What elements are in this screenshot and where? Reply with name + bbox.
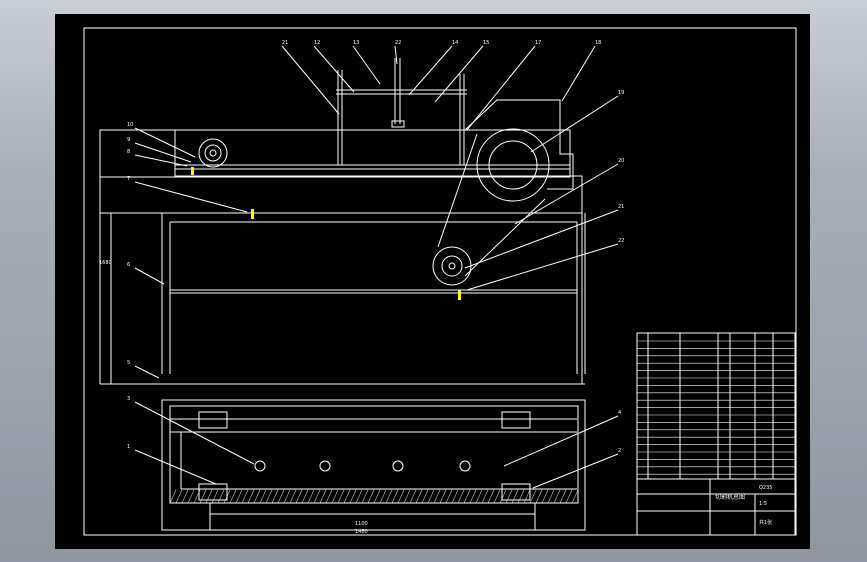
callout-top-0: 21 [282,40,288,46]
callout-top-6: 17 [535,40,541,46]
callout-left-3: 7 [127,176,130,182]
title-scale: 1:5 [759,501,767,507]
callout-left-4: 6 [127,262,130,268]
callout-top-11: 22 [618,238,624,244]
title-material: Q235 [759,485,772,491]
drawing-title: 切割机总图 [715,493,745,501]
inner-border [83,27,797,536]
callout-top-2: 13 [353,40,359,46]
callout-top-7: 18 [595,40,601,46]
callout-top-10: 21 [618,204,624,210]
frame-outline [99,129,583,384]
plan-view [161,399,586,531]
callout-plan-1: 1 [127,444,130,450]
callout-top-3: 22 [395,40,401,46]
callout-left-0: 10 [127,122,133,128]
small-pulley-left [198,138,228,168]
callout-top-1: 12 [314,40,320,46]
title-sheet: 共1张 [759,519,772,526]
callout-plan-2: 4 [618,410,621,416]
callout-left-1: 9 [127,137,130,143]
title-block [636,332,796,536]
dimension-label-2: 1680 [99,260,112,266]
callout-top-9: 20 [618,158,624,164]
callout-left-5: 5 [127,360,130,366]
callout-plan-3: 2 [618,448,621,454]
callout-plan-0: 3 [127,396,130,402]
callout-top-4: 14 [452,40,458,46]
callout-left-2: 8 [127,149,130,155]
big-pulley [476,128,550,202]
callout-top-8: 19 [618,90,624,96]
callout-top-5: 15 [483,40,489,46]
dimension-label-0: 1100 [355,521,368,527]
dimension-label-1: 1480 [355,529,368,535]
lower-pulley [432,246,472,286]
